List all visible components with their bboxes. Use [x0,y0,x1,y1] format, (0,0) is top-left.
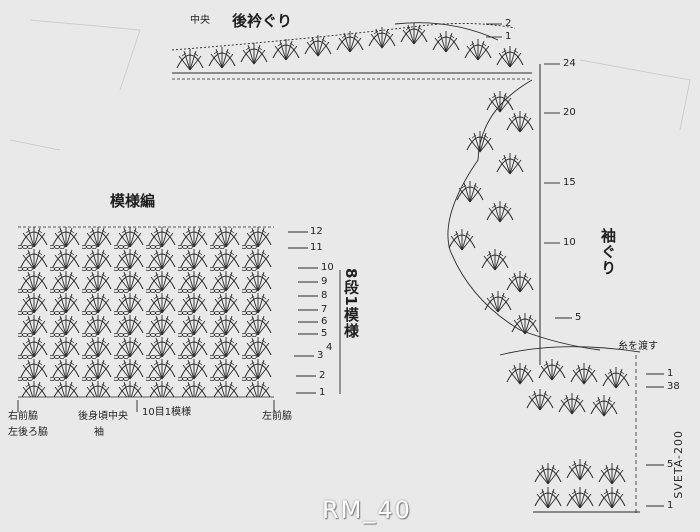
ghost-marks [9,19,691,151]
row-number: 24 [563,58,576,69]
back-neck-band [171,22,532,80]
armhole-label: 袖ぐり [599,228,617,276]
armhole-strip [447,64,601,365]
right-front-label: 右前脇 [8,411,38,422]
row-number: 1 [667,368,674,379]
row-number: 10 [563,237,576,248]
row-number: 7 [321,304,328,315]
back-center-label: 後身頃中央 [78,411,128,422]
row-number: 8 [321,290,328,301]
row-number: 10 [321,262,334,273]
row-number: 5 [321,328,328,339]
yarn-join-label: 糸を渡す [618,341,658,352]
repeat-10-label: 10目1模様 [142,407,192,418]
row-number: 4 [326,342,333,353]
row-number: 1 [319,387,326,398]
row-number: 3 [317,350,324,361]
row-repeat-label: 8段1模様 [342,268,360,339]
row-number: 1 [505,31,512,42]
pattern-title: 模様編 [110,192,156,210]
side-watermark: SVETA-200 [672,430,685,499]
row-number: 15 [563,177,576,188]
row-number: 11 [310,242,323,253]
row-number: 6 [321,316,328,327]
row-number: 20 [563,107,576,118]
body-section [499,346,641,515]
back-neck-label: 後衿ぐり [232,12,293,30]
row-number: 5 [575,312,582,323]
row-number: 9 [321,276,328,287]
row-number: 38 [667,381,680,392]
left-front-label: 左前脇 [262,411,292,422]
center-top-label: 中央 [190,15,210,26]
row-number: 12 [310,226,323,237]
row-number: 1 [667,500,674,511]
row-number: 5 [667,459,674,470]
left-back-label: 左後ろ脇 [8,427,48,438]
pattern-swatch-grid [18,226,274,398]
sleeve-label: 袖 [94,427,104,438]
row-marker-arrows [288,23,664,507]
watermark-text: RM_40 [322,496,412,524]
row-number: 2 [319,370,326,381]
row-number: 2 [505,18,512,29]
